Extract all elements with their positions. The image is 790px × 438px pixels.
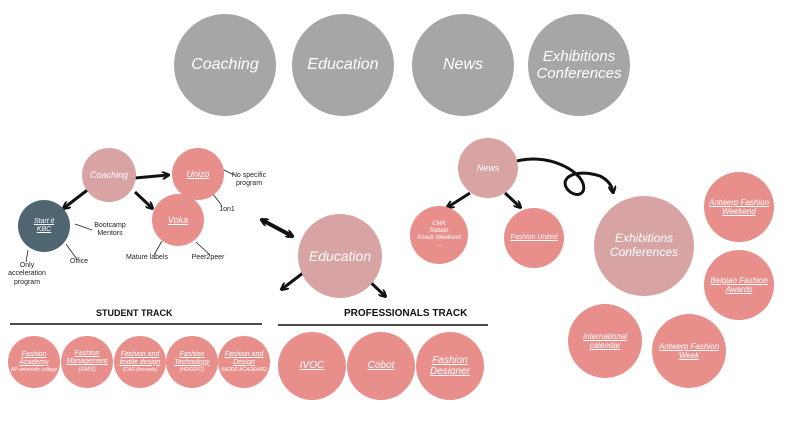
arrow-news-events [448, 191, 471, 207]
nav-news-circle[interactable]: News [412, 14, 514, 116]
education-hub-label: Education [308, 247, 372, 264]
student-track-item[interactable]: Fashion Academy AP university college [8, 336, 60, 388]
education-hub[interactable]: Education [298, 214, 382, 298]
note-mature-labels: Mature labels [125, 254, 169, 261]
arrow-coaching-voka [133, 190, 152, 208]
arrow-coaching-unizo [134, 175, 168, 178]
news-node-label: News [476, 162, 500, 173]
arrow-double-education [262, 220, 292, 236]
coaching-node[interactable]: Coaching [82, 148, 136, 202]
note-bootcamp-mentors: Bootcamp Mentors [94, 222, 126, 238]
fashion-united-link[interactable]: Fashion United [510, 233, 558, 241]
note-no-specific: No specific program [231, 172, 267, 188]
professional-track-item[interactable]: IVOC [278, 332, 346, 400]
nav-exhibitions-circle[interactable]: Exhibitions Conferences [528, 14, 630, 116]
news-node[interactable]: News [458, 138, 518, 198]
unizo-node[interactable]: Unizo [172, 148, 224, 200]
nav-news-label: News [442, 55, 483, 73]
voka-node[interactable]: Voka [152, 194, 204, 246]
professional-track-item[interactable]: Cobot [347, 332, 415, 400]
news-events-node[interactable]: CMA Sabato Knack Weekend ... [410, 206, 468, 264]
arrow-education-student [282, 271, 304, 289]
coaching-node-label: Coaching [89, 169, 129, 180]
arrow-news-united [503, 191, 520, 207]
note-peer2peer: Peer2peer [191, 254, 225, 261]
arrow-news-exhibitions [497, 157, 613, 196]
voka-link[interactable]: Voka [167, 214, 189, 225]
note-office: Office [69, 258, 89, 265]
start-it-node[interactable]: Start it KBC [18, 200, 70, 252]
nav-education-label: Education [307, 55, 379, 73]
start-it-line1[interactable]: Start it [33, 217, 55, 225]
note-only-acceleration: Only acceleration program [8, 262, 46, 286]
unizo-link[interactable]: Unizo [186, 168, 210, 179]
exhibition-item[interactable]: International calendar [568, 304, 642, 378]
exhibitions-hub[interactable]: Exhibitions Conferences [594, 196, 694, 296]
student-track-title: STUDENT TRACK [96, 308, 173, 318]
nav-coaching-circle[interactable]: Coaching [174, 14, 276, 116]
exhibition-item[interactable]: Belgian Fashion Awards [704, 250, 774, 320]
exhibition-item[interactable]: Antwerp Fashion Week [652, 314, 726, 388]
professionals-track-title: PROFESSIONALS TRACK [344, 308, 468, 319]
student-track-item[interactable]: Fashion Management (AMS) [61, 336, 113, 388]
professional-track-item[interactable]: Fashion Designer [416, 332, 484, 400]
start-it-line2[interactable]: KBC [36, 226, 52, 233]
nav-education-circle[interactable]: Education [292, 14, 394, 116]
student-track-item[interactable]: Fashion Technology (HOGENT) [166, 336, 218, 388]
exhibition-item[interactable]: Antwerp Fashion Weekend [704, 172, 774, 242]
student-track-item[interactable]: Fashion and textile design (CAD Brussels… [114, 336, 166, 388]
arrow-coaching-startit [64, 186, 91, 208]
note-one-on-one: 1on1 [219, 206, 235, 213]
nav-exhibitions-line2: Conferences [536, 65, 622, 82]
nav-coaching-label: Coaching [191, 55, 259, 73]
fashion-united-node[interactable]: Fashion United [504, 208, 564, 268]
student-track-item[interactable]: Fashion and Design (MODE ACADEMIE) [218, 336, 270, 388]
nav-exhibitions-line1: Exhibitions [542, 47, 616, 65]
